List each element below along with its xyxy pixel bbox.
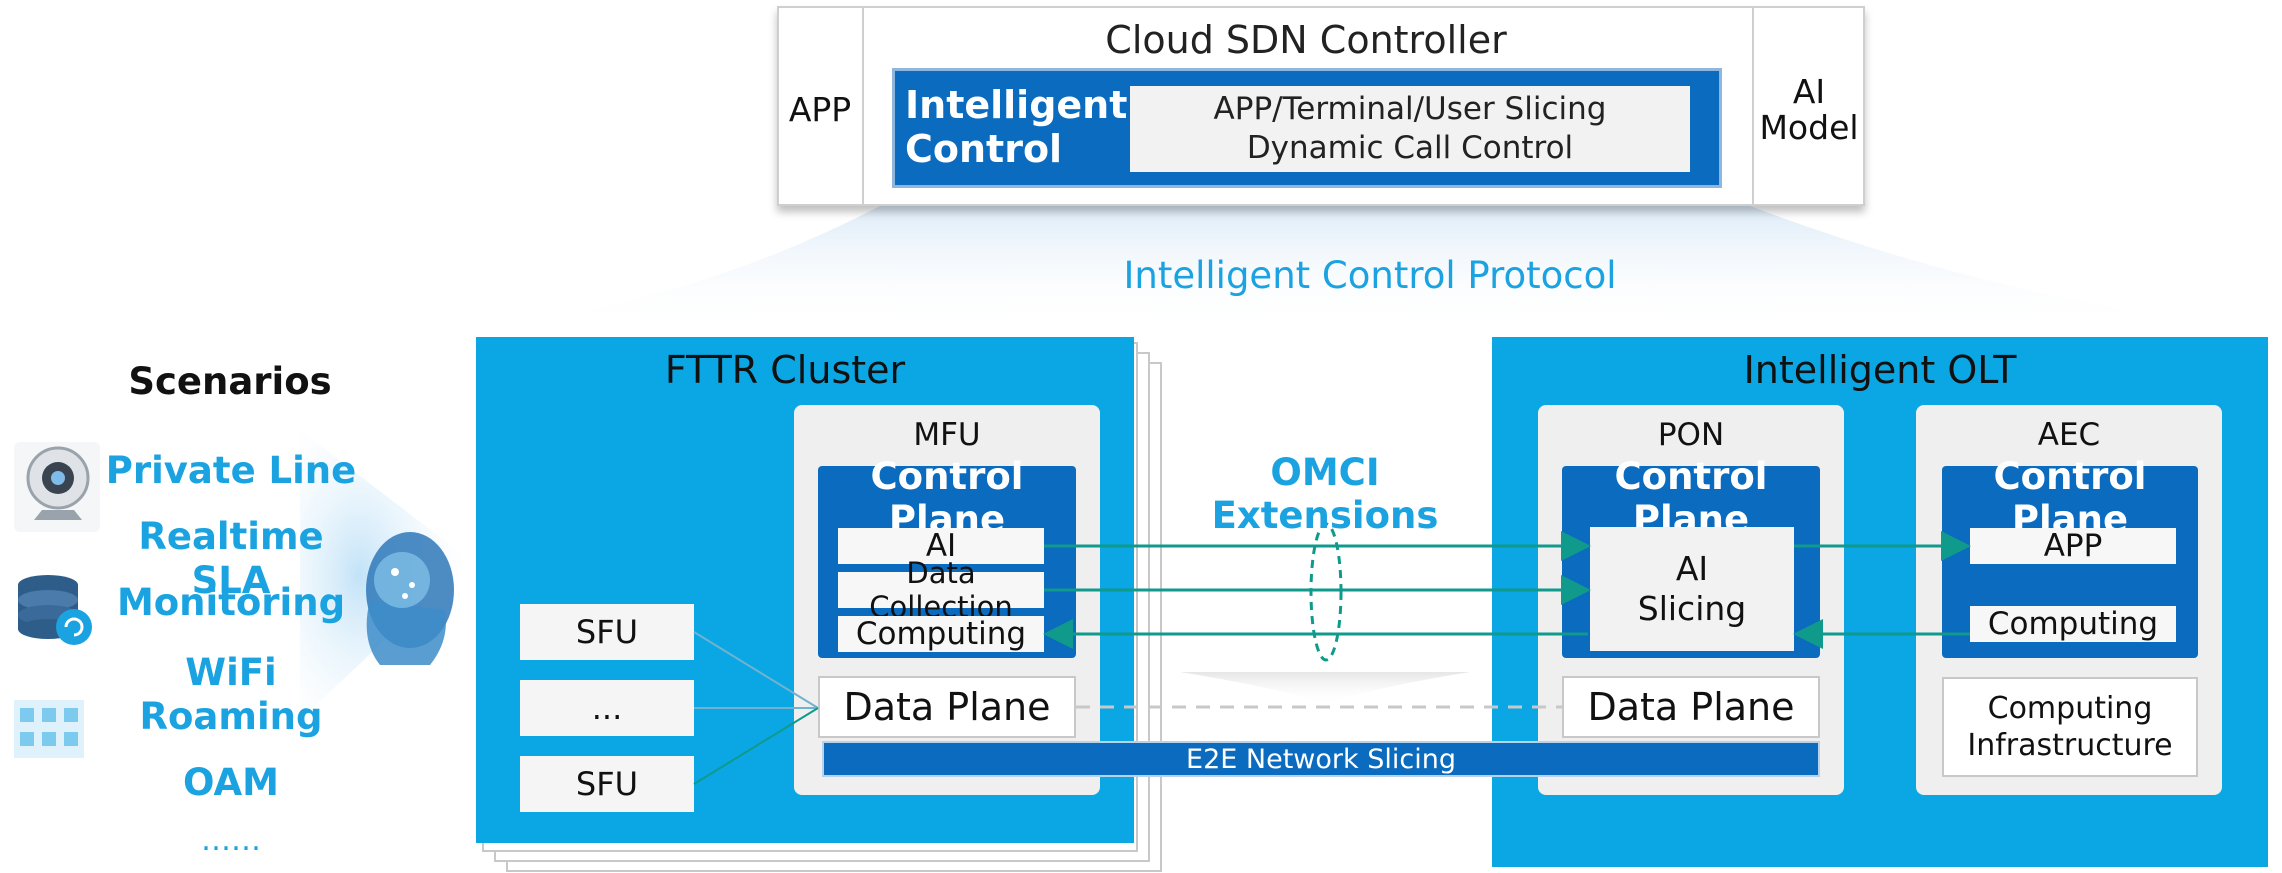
scenario-monitoring: Monitoring [116,580,346,624]
slicing-line1: APP/Terminal/User Slicing [1213,91,1607,128]
sfu-top-link [693,631,819,709]
infra-line1: Computing [1987,690,2153,726]
infra-line2: Infrastructure [1967,728,2173,763]
webcam-icon [14,442,100,532]
pon-title: PON [1657,417,1725,453]
scenario-private-line: Private Line [105,448,357,492]
sdn-title: Cloud SDN Controller [1105,18,1507,62]
sdn-divider-right [1752,6,1754,206]
wifi-roaming-icon [14,700,84,758]
mfu-computing: Computing [838,616,1044,652]
sfu-top: SFU [520,604,694,660]
sdn-ai-model-label: AI Model [1754,60,1864,160]
sdn-divider-left [862,6,864,206]
intelligent-control-line1: Intelligent [905,83,1128,128]
mfu-data-plane: Data Plane [818,676,1076,738]
pon-data-plane: Data Plane [1562,676,1820,738]
omci-ellipse [1309,522,1343,662]
ai-slicing-line1: AI [1675,549,1709,589]
pon-ai-slicing: AI Slicing [1590,527,1794,651]
omci-glow [1180,672,1470,705]
scenario-oam: OAM [183,760,279,804]
olt-title: Intelligent OLT [1743,348,2017,392]
sfu-bottom: SFU [520,756,694,812]
scenario-more: …… [201,823,261,858]
aec-title: AEC [2037,417,2101,453]
intelligent-control-label: Intelligent Control [905,76,1128,180]
e2e-network-slicing-bar: E2E Network Slicing [822,741,1820,777]
slicing-box: APP/Terminal/User Slicing Dynamic Call C… [1130,86,1690,172]
sfu-middle: ... [520,680,694,736]
database-icon [18,575,92,645]
sfu-bottom-link [693,707,819,785]
ai-model-line2: Model [1759,108,1859,147]
scenarios-title: Scenarios [128,359,332,403]
ai-model-line1: AI [1792,71,1826,111]
mfu-ai: AI [838,528,1044,564]
intelligent-control-line2: Control [905,127,1063,171]
slicing-line2: Dynamic Call Control [1246,130,1574,166]
protocol-label: Intelligent Control Protocol [1123,253,1617,297]
ai-slicing-line2: Slicing [1637,589,1747,628]
fttr-title: FTTR Cluster [664,348,906,392]
computing-infrastructure: Computing Infrastructure [1942,677,2198,777]
ai-head-icon [366,532,454,665]
mfu-title: MFU [913,417,981,453]
aec-computing: Computing [1970,606,2176,642]
sdn-app-label: APP [788,89,852,129]
aec-app: APP [1970,528,2176,564]
omci-extensions-label: OMCI Extensions [1211,451,1439,537]
